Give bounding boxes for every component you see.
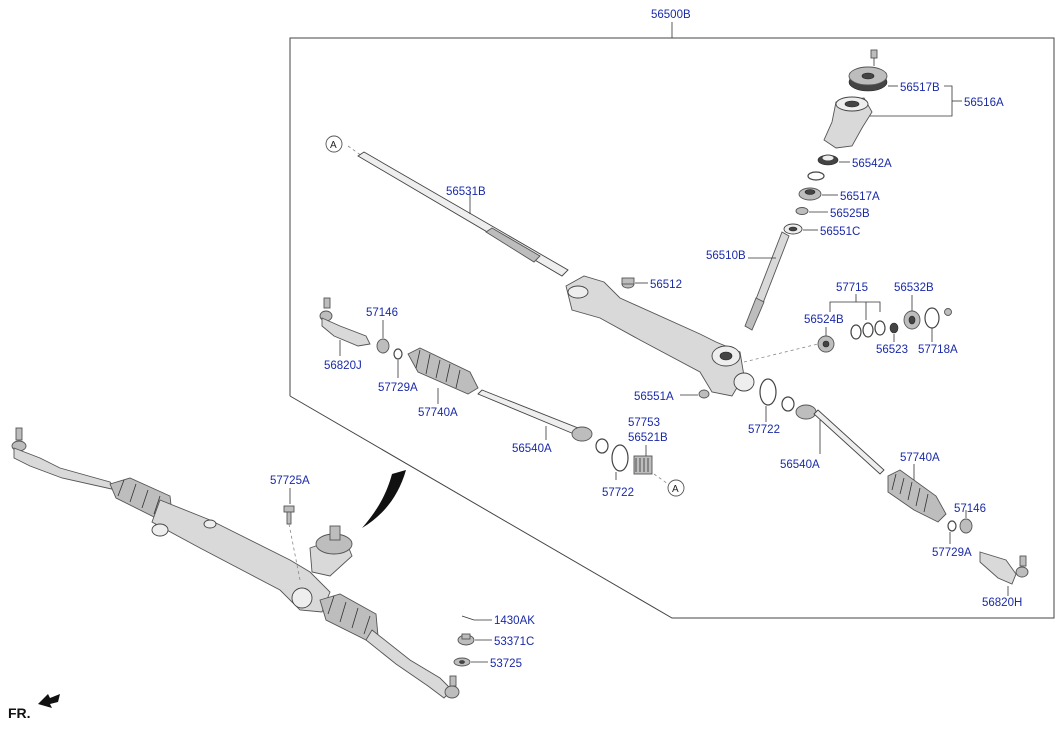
- clip-57729A-right: [947, 520, 957, 532]
- label-57722-left: 57722: [602, 487, 634, 499]
- ring-56525B: [795, 207, 809, 215]
- callout-A-top: A: [325, 135, 343, 153]
- pinion-shaft-56510B: [744, 231, 790, 331]
- detail-pointer-wedge: [362, 470, 406, 528]
- bushing-56521B: [633, 455, 653, 475]
- label-56820J: 56820J: [324, 360, 362, 372]
- label-56551A: 56551A: [634, 391, 674, 403]
- label-57146-right: 57146: [954, 503, 986, 515]
- rack-bar-56531B: [357, 151, 569, 277]
- boot-57740A-left: [407, 347, 479, 395]
- label-56510B: 56510B: [706, 250, 746, 262]
- callout-A-bottom-text: A: [672, 484, 679, 495]
- tie-rod-end-56820J: [319, 297, 371, 347]
- ring-57722-right: [759, 378, 777, 406]
- label-56523: 56523: [876, 344, 908, 356]
- seal-56542A: [817, 154, 839, 166]
- label-56540A-right: 56540A: [780, 459, 820, 471]
- label-56551C: 56551C: [820, 226, 860, 238]
- ring-57715-a: [850, 324, 862, 340]
- assembled-steering-gear: [11, 427, 460, 699]
- label-57725A: 57725A: [270, 475, 310, 487]
- bearing-56517A: [798, 187, 822, 201]
- cap-56517B: [848, 66, 888, 92]
- label-1430AK: 1430AK: [494, 615, 535, 627]
- label-56516A: 56516A: [964, 97, 1004, 109]
- label-57722-right: 57722: [748, 424, 780, 436]
- label-57718A: 57718A: [918, 344, 958, 356]
- washer-53725: [453, 657, 471, 667]
- label-56512: 56512: [650, 279, 682, 291]
- ring-small-1: [807, 171, 825, 181]
- plug-56551A: [698, 389, 710, 399]
- label-56521B: 56521B: [628, 432, 668, 444]
- label-53725: 53725: [490, 658, 522, 670]
- label-56517A: 56517A: [840, 191, 880, 203]
- clip-57729A-left: [393, 348, 403, 360]
- bolt-top: [870, 49, 878, 66]
- ring-small-right: [781, 396, 795, 412]
- assembly-frame: [289, 22, 1055, 619]
- label-57146-left: 57146: [366, 307, 398, 319]
- callout-A-bottom: A: [667, 479, 685, 497]
- label-56524B: 56524B: [804, 314, 844, 326]
- label-56532B: 56532B: [894, 282, 934, 294]
- boot-57740A-right: [887, 469, 947, 523]
- label-56500B: 56500B: [651, 9, 691, 21]
- label-57740A-left: 57740A: [418, 407, 458, 419]
- ring-57722-left: [611, 444, 629, 472]
- label-56517B: 56517B: [900, 82, 940, 94]
- nut-53371C: [457, 633, 475, 646]
- plug-56512: [621, 277, 635, 289]
- tie-rod-end-56820H: [979, 551, 1029, 585]
- seal-56551C: [783, 223, 803, 235]
- label-56820H: 56820H: [982, 597, 1022, 609]
- label-fr: FR.: [8, 705, 31, 721]
- valve-housing-56516A: [823, 96, 873, 149]
- label-57729A-right: 57729A: [932, 547, 972, 559]
- spring-56523: [889, 322, 899, 334]
- label-56542A: 56542A: [852, 158, 892, 170]
- nut-small-right: [944, 308, 952, 316]
- inner-tie-rod-left: [477, 389, 593, 442]
- label-57753: 57753: [628, 417, 660, 429]
- front-arrow-icon: [38, 694, 60, 708]
- label-57729A-left: 57729A: [378, 382, 418, 394]
- inner-tie-rod-right: [795, 404, 885, 475]
- callout-A-top-text: A: [330, 140, 337, 151]
- yoke-plug-56532B: [903, 310, 921, 330]
- ring-57715-b: [862, 322, 874, 338]
- gear-housing: [565, 275, 755, 397]
- nut-57146-right: [959, 518, 973, 534]
- bolt-57725A: [283, 505, 295, 525]
- ring-small-left: [595, 438, 609, 454]
- nut-57146-left: [376, 338, 390, 354]
- label-57740A-right: 57740A: [900, 452, 940, 464]
- label-56525B: 56525B: [830, 208, 870, 220]
- label-56540A-left: 56540A: [512, 443, 552, 455]
- yoke-56524B: [817, 335, 835, 353]
- label-53371C: 53371C: [494, 636, 534, 648]
- ring-57718A: [924, 307, 940, 329]
- label-56531B: 56531B: [446, 186, 486, 198]
- ring-57715-c: [874, 320, 886, 336]
- front-direction-indicator: FR.: [8, 694, 60, 721]
- label-57715: 57715: [836, 282, 868, 294]
